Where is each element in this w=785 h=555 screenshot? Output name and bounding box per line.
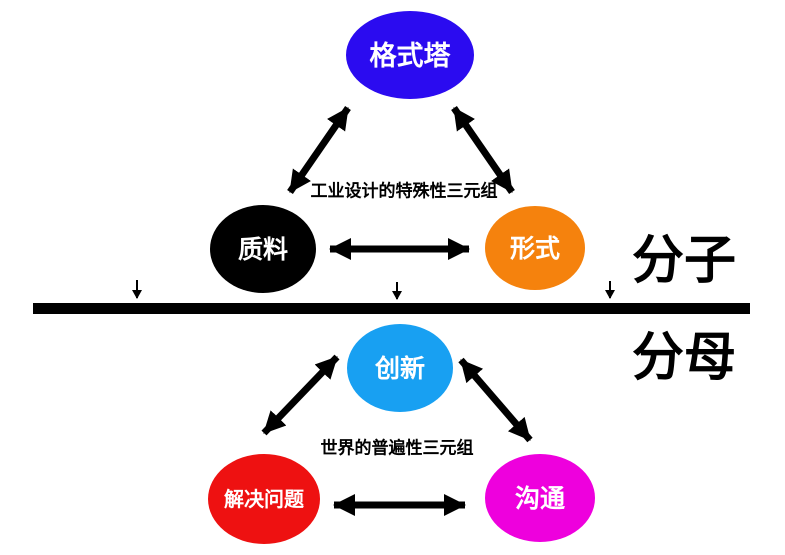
arrow-material-gestalt <box>287 106 351 194</box>
gestalt-node <box>346 11 474 99</box>
solve-problem-label: 解决问题 <box>224 487 305 511</box>
arrow-gestalt-form <box>451 106 515 194</box>
solve-problem-node <box>208 454 320 544</box>
communication-node <box>485 454 595 542</box>
material-label: 质料 <box>238 236 288 264</box>
form-node <box>485 206 585 290</box>
form-label: 形式 <box>510 235 560 263</box>
innovation-node <box>347 324 453 412</box>
denominator-label: 分母 <box>632 329 736 387</box>
top-triangle-caption: 工业设计的特殊性三元组 <box>311 181 498 201</box>
gestalt-label: 格式塔 <box>370 41 452 71</box>
fraction-bar <box>33 303 750 314</box>
innovation-label: 创新 <box>374 354 425 383</box>
numerator-label: 分子 <box>632 232 736 290</box>
arrow-innovation-communication <box>458 357 533 443</box>
communication-label: 沟通 <box>515 484 565 513</box>
arrow-solve-innovation <box>261 354 340 436</box>
material-node <box>210 205 316 293</box>
bottom-triangle-caption: 世界的普遍性三元组 <box>321 438 474 458</box>
